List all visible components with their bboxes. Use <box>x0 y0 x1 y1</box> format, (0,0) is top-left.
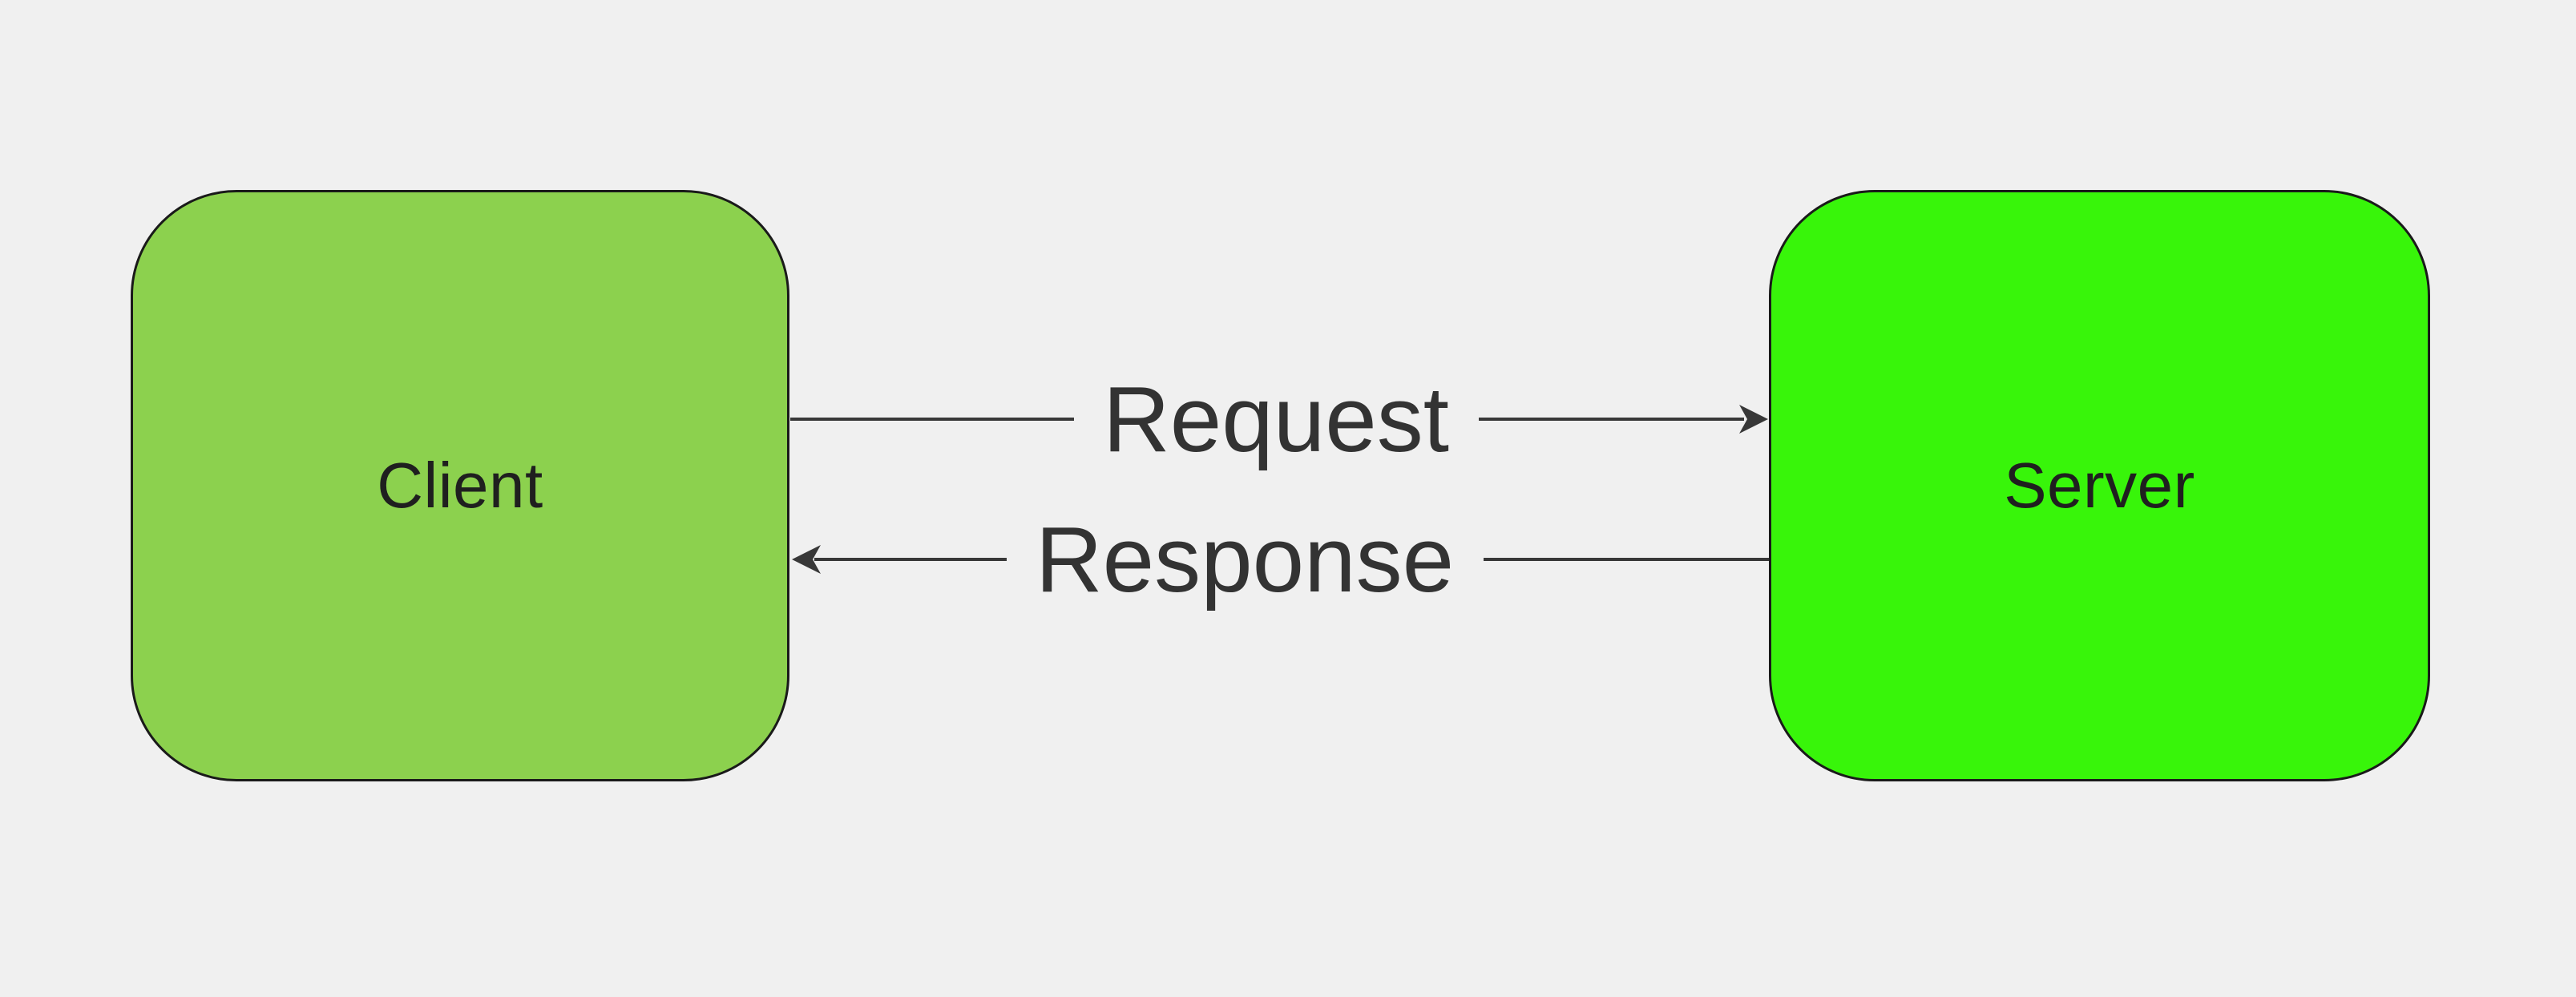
request-arrowhead-icon <box>1739 405 1768 434</box>
response-label: Response <box>1035 507 1455 612</box>
response-arrowhead-icon <box>792 545 821 574</box>
node-server: Server <box>1769 190 2430 781</box>
node-client-label: Client <box>377 450 543 521</box>
node-client: Client <box>131 190 789 781</box>
node-server-label: Server <box>2004 450 2195 521</box>
request-label: Request <box>1102 367 1450 471</box>
